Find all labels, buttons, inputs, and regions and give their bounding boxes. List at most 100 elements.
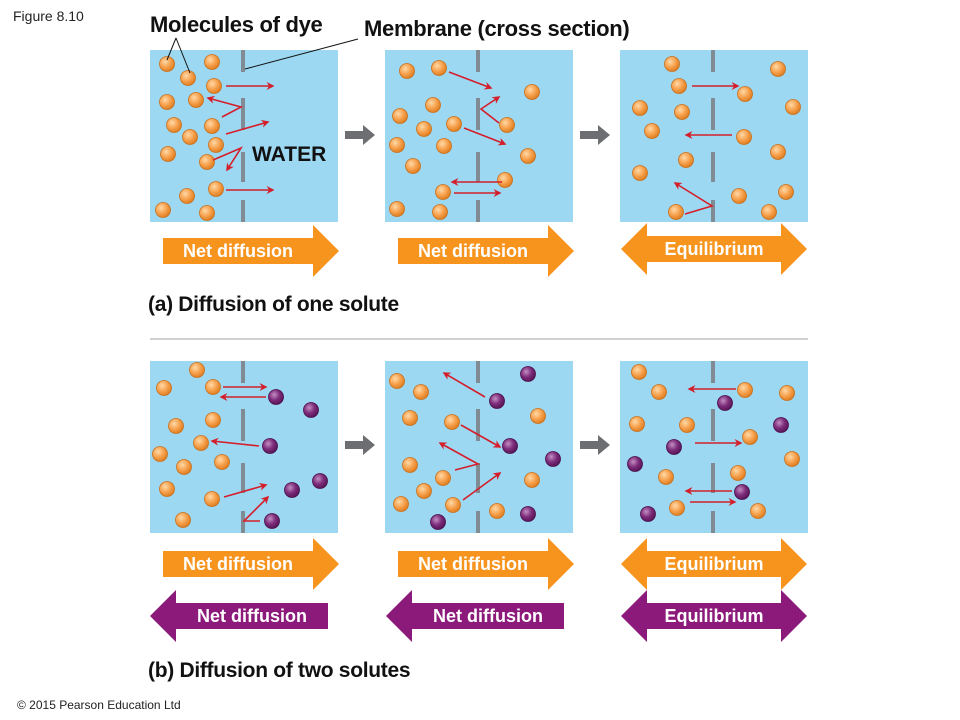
bounce-arrow xyxy=(212,146,244,172)
dye-molecule xyxy=(399,63,415,79)
membrane-segment xyxy=(476,511,480,533)
banner-label: Net diffusion xyxy=(433,606,543,626)
membrane-segment xyxy=(711,152,715,182)
banner-label: Net diffusion xyxy=(418,554,528,574)
dye-molecule xyxy=(731,188,747,204)
dye-molecule xyxy=(205,412,221,428)
caption-part-b: (b) Diffusion of two solutes xyxy=(148,659,411,682)
membrane-segment xyxy=(711,98,715,130)
dye-molecule xyxy=(204,54,220,70)
membrane-segment xyxy=(476,152,480,182)
dye-molecule xyxy=(155,202,171,218)
dye-molecule xyxy=(393,496,409,512)
purple-solute-molecule xyxy=(303,402,319,418)
membrane-segment xyxy=(476,98,480,130)
dye-molecule xyxy=(193,435,209,451)
dye-molecule xyxy=(770,144,786,160)
dye-molecule xyxy=(416,121,432,137)
purple-solute-molecule xyxy=(520,366,536,382)
dye-molecule xyxy=(182,129,198,145)
motion-arrow xyxy=(223,482,268,498)
motion-arrow xyxy=(210,437,260,447)
motion-arrow xyxy=(225,119,270,135)
purple-solute-molecule xyxy=(264,513,280,529)
membrane-segment xyxy=(476,200,480,222)
dye-molecule xyxy=(425,97,441,113)
dye-molecule xyxy=(160,146,176,162)
membrane-segment xyxy=(241,152,245,182)
purple-solute-molecule xyxy=(545,451,561,467)
membrane-segment xyxy=(241,511,245,533)
dye-molecule xyxy=(736,129,752,145)
figure-label: Figure 8.10 xyxy=(13,8,84,24)
banner-label: Equilibrium xyxy=(665,554,764,574)
purple-solute-molecule xyxy=(262,438,278,454)
dye-molecule xyxy=(530,408,546,424)
dye-molecule xyxy=(389,373,405,389)
molecules-of-dye-label: Molecules of dye xyxy=(150,12,323,37)
purple-solute-molecule xyxy=(430,514,446,530)
dye-molecule xyxy=(436,138,452,154)
panel-b-2 xyxy=(385,361,573,533)
dye-molecule xyxy=(730,465,746,481)
dye-molecule xyxy=(402,410,418,426)
dye-molecule xyxy=(431,60,447,76)
dye-molecule xyxy=(668,204,684,220)
dye-molecule xyxy=(632,165,648,181)
banner-b-1-purple xyxy=(150,590,328,642)
bounce-arrow xyxy=(242,495,270,522)
motion-arrow xyxy=(460,424,502,448)
banner-a-1 xyxy=(163,225,339,277)
dye-molecule xyxy=(435,184,451,200)
dye-molecule xyxy=(444,414,460,430)
membrane-segment xyxy=(241,463,245,493)
caption-part-a: (a) Diffusion of one solute xyxy=(148,293,399,316)
dye-molecule xyxy=(631,364,647,380)
banner-label: Equilibrium xyxy=(665,239,764,259)
membrane-segment xyxy=(711,50,715,72)
banner-label: Net diffusion xyxy=(183,554,293,574)
step-arrow-icon xyxy=(345,125,375,145)
banner-a-3 xyxy=(621,223,807,275)
dye-molecule xyxy=(206,78,222,94)
dye-molecule xyxy=(632,100,648,116)
dye-molecule xyxy=(779,385,795,401)
purple-solute-molecule xyxy=(502,438,518,454)
dye-molecule xyxy=(674,104,690,120)
dye-molecule xyxy=(651,384,667,400)
dye-molecule xyxy=(499,117,515,133)
dye-molecule xyxy=(770,61,786,77)
dye-molecule xyxy=(678,152,694,168)
bounce-arrow xyxy=(438,442,481,471)
membrane-segment xyxy=(476,50,480,72)
dye-molecule xyxy=(778,184,794,200)
dye-molecule xyxy=(629,416,645,432)
dye-molecule xyxy=(742,429,758,445)
dye-molecule xyxy=(658,469,674,485)
membrane-segment xyxy=(241,409,245,441)
dye-molecule xyxy=(402,457,418,473)
dye-molecule xyxy=(159,94,175,110)
dye-molecule xyxy=(392,108,408,124)
purple-solute-molecule xyxy=(734,484,750,500)
dye-molecule xyxy=(179,188,195,204)
dye-molecule xyxy=(671,78,687,94)
dye-molecule xyxy=(761,204,777,220)
membrane-segment xyxy=(711,511,715,533)
motion-arrow xyxy=(442,372,486,398)
membrane-segment xyxy=(241,200,245,222)
membrane-segment xyxy=(711,200,715,222)
dye-molecule xyxy=(785,99,801,115)
banner-b-2-orange xyxy=(398,538,574,590)
purple-solute-molecule xyxy=(627,456,643,472)
banner-b-3-orange xyxy=(621,538,807,590)
dye-molecule xyxy=(156,380,172,396)
banner-b-3-purple xyxy=(621,590,807,642)
step-arrow-icon xyxy=(580,435,610,455)
dye-molecule xyxy=(737,86,753,102)
dye-molecule xyxy=(445,497,461,513)
dye-molecule xyxy=(204,118,220,134)
dye-molecule xyxy=(446,116,462,132)
membrane-label: Membrane (cross section) xyxy=(364,16,630,41)
